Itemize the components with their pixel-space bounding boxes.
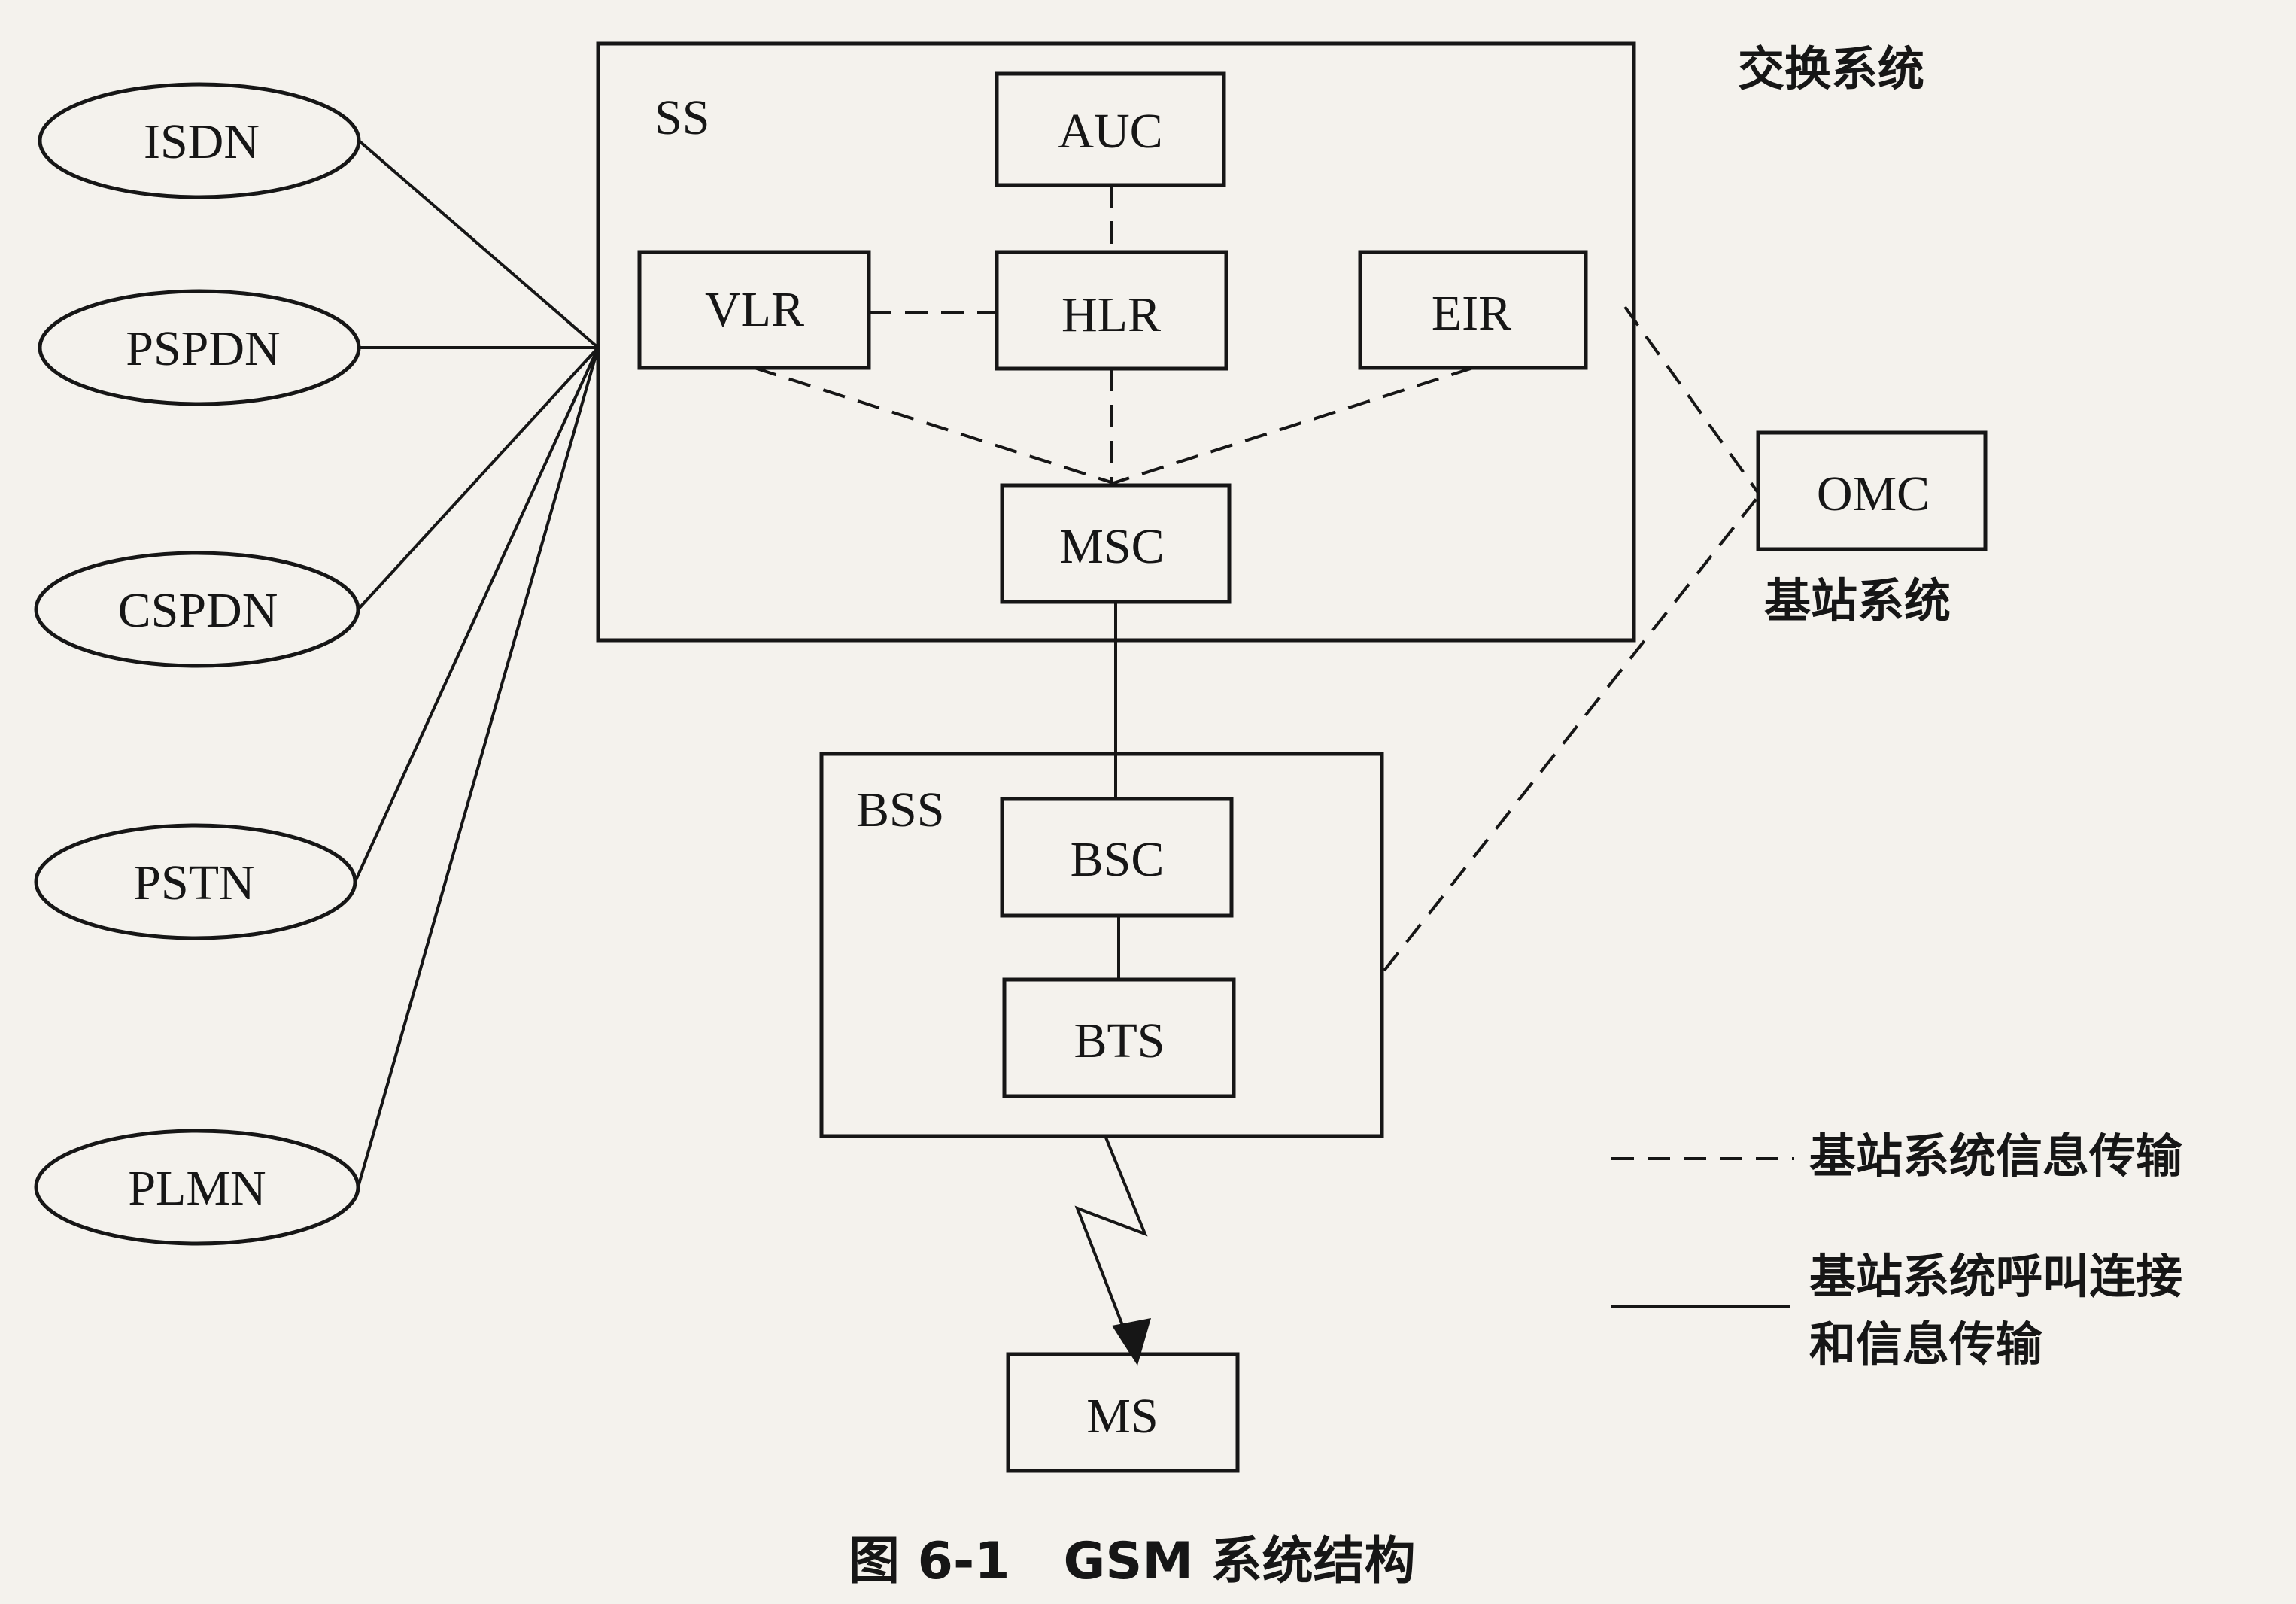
bss-container: BSS	[819, 752, 1384, 1138]
network-plmn-label: PLMN	[128, 1161, 266, 1216]
network-connections	[354, 139, 600, 1188]
legend-dashed-label: 基站系统信息传输	[1809, 1129, 2183, 1183]
vlr-label: VLR	[705, 282, 804, 337]
ms-box: MS	[1006, 1352, 1240, 1473]
bsc-box: BSC	[1000, 797, 1234, 918]
network-pspdn: PSPDN	[38, 289, 361, 406]
network-pstn: PSTN	[34, 823, 357, 940]
bts-label: BTS	[1074, 1013, 1165, 1068]
ss-label: SS	[654, 90, 709, 145]
network-isdn-label: ISDN	[144, 114, 260, 169]
bss-label: BSS	[856, 782, 944, 837]
network-pstn-label: PSTN	[133, 855, 254, 910]
vlr-box: VLR	[637, 250, 871, 370]
omc-links	[1383, 305, 1760, 972]
hlr-box: HLR	[995, 250, 1228, 371]
omc-box: OMC	[1756, 430, 1988, 551]
msc-label: MSC	[1059, 519, 1164, 574]
switching-system-label: 交换系统	[1738, 41, 1924, 96]
legend-solid-label-line2: 和信息传输	[1809, 1317, 2043, 1372]
ss-internal-links	[754, 185, 1474, 485]
network-cspdn-label: CSPDN	[118, 583, 278, 638]
eir-box: EIR	[1358, 250, 1588, 370]
network-pspdn-label: PSPDN	[126, 321, 280, 376]
auc-box: AUC	[995, 71, 1226, 187]
bts-box: BTS	[1002, 977, 1236, 1098]
network-plmn: PLMN	[34, 1129, 360, 1246]
legend: 基站系统信息传输 基站系统呼叫连接 和信息传输	[1611, 1129, 2183, 1372]
auc-label: AUC	[1058, 104, 1162, 159]
radio-link-arrow	[1074, 1137, 1151, 1366]
omc-label: OMC	[1817, 466, 1930, 521]
base-station-system-label: 基站系统	[1764, 573, 1951, 628]
bsc-label: BSC	[1071, 832, 1165, 887]
legend-solid-label-line1: 基站系统呼叫连接	[1809, 1249, 2182, 1304]
figure-caption: 图 6-1 GSM 系统结构	[849, 1532, 1416, 1591]
hlr-label: HLR	[1061, 287, 1161, 342]
eir-label: EIR	[1432, 286, 1511, 341]
network-cspdn: CSPDN	[34, 551, 360, 668]
msc-box: MSC	[1000, 483, 1232, 604]
network-isdn: ISDN	[38, 82, 361, 199]
ms-label: MS	[1086, 1389, 1158, 1444]
